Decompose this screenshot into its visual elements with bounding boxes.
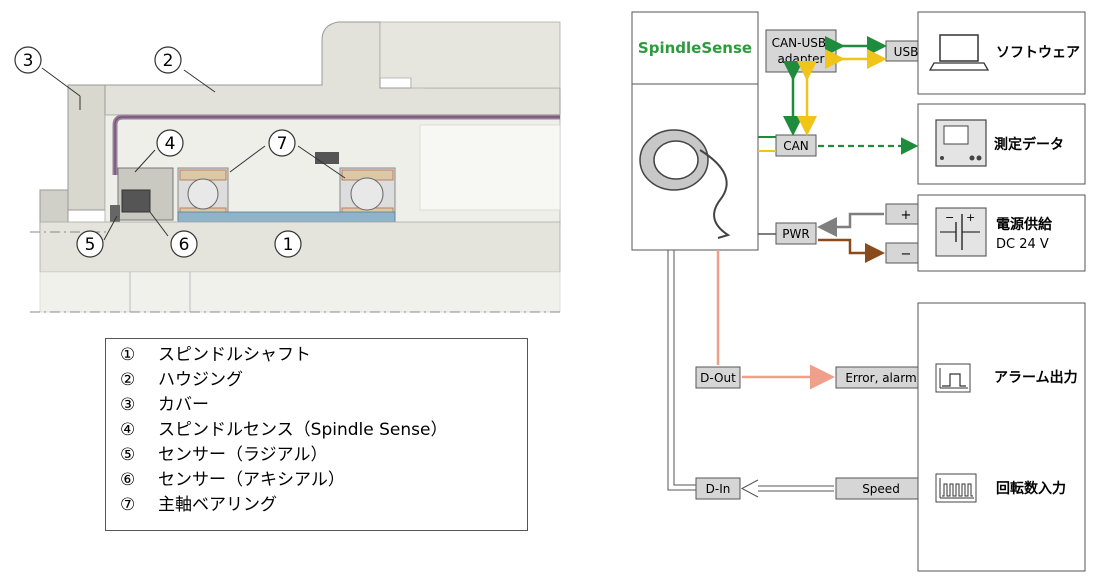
battery-icon: − + bbox=[935, 207, 987, 257]
speed-input-icon bbox=[935, 473, 977, 503]
d-in-line-outer bbox=[667, 250, 696, 491]
callout-3: 3 bbox=[14, 46, 42, 74]
software-label: ソフトウェア bbox=[996, 45, 1080, 61]
shaft-lower bbox=[39, 271, 561, 313]
spindlesense-ring-illustration bbox=[639, 129, 731, 239]
laptop-icon bbox=[928, 34, 990, 71]
plus-label: + bbox=[901, 208, 912, 223]
svg-text:4: 4 bbox=[165, 134, 176, 154]
svg-text:5: 5 bbox=[85, 235, 96, 255]
svg-text:1: 1 bbox=[283, 235, 294, 255]
callout-6: 6 bbox=[170, 230, 198, 258]
cover bbox=[67, 84, 106, 211]
usb-label: USB bbox=[894, 45, 919, 59]
svg-text:adapter: adapter bbox=[778, 52, 825, 66]
minus-line bbox=[818, 238, 885, 263]
bearing-ball-left bbox=[187, 178, 219, 210]
measurement-label: 測定データ bbox=[994, 136, 1064, 153]
axial-sensor bbox=[121, 189, 151, 213]
d-in-arrowhead bbox=[740, 479, 759, 498]
shaft-spacer bbox=[177, 211, 396, 223]
alarm-output-icon bbox=[935, 363, 971, 393]
monitor-device-icon bbox=[935, 119, 987, 167]
svg-text:6: 6 bbox=[179, 235, 190, 255]
d-out-box bbox=[695, 366, 741, 389]
can-label: CAN bbox=[783, 139, 809, 153]
error-alarm-label: Error, alarm bbox=[845, 371, 916, 385]
bearing-ball-right bbox=[350, 177, 384, 211]
radial-sensor bbox=[110, 205, 120, 225]
pwr-label: PWR bbox=[782, 227, 809, 241]
svg-text:7: 7 bbox=[277, 134, 288, 154]
d-out-label: D-Out bbox=[700, 371, 736, 385]
spring bbox=[315, 152, 339, 164]
spindle-cross-section: 3 2 4 7 5 6 1 bbox=[14, 21, 561, 313]
speed-input-label: 回転数入力 bbox=[996, 480, 1066, 497]
plus-line bbox=[817, 212, 884, 237]
io-box bbox=[917, 302, 1086, 572]
svg-text:3: 3 bbox=[23, 51, 34, 71]
svg-text:CAN-USB-: CAN-USB- bbox=[772, 36, 831, 50]
minus-label: − bbox=[901, 247, 912, 262]
housing-top bbox=[379, 21, 561, 89]
system-diagram: SpindleSense CAN-USB- adapter USB CAN PW… bbox=[631, 11, 1086, 572]
svg-text:+: + bbox=[966, 211, 975, 224]
spacer bbox=[419, 124, 561, 211]
callout-5: 5 bbox=[76, 230, 104, 258]
power-voltage-label: DC 24 V bbox=[996, 237, 1049, 252]
speed-label: Speed bbox=[862, 482, 900, 496]
brand-label: SpindleSense bbox=[638, 39, 752, 57]
callout-2: 2 bbox=[154, 46, 182, 74]
spindlesense-box bbox=[631, 11, 759, 251]
d-in-label: D-In bbox=[706, 482, 731, 496]
power-supply-label: 電源供給 bbox=[996, 216, 1053, 233]
alarm-output-label: アラーム出力 bbox=[994, 369, 1078, 386]
d-in-box bbox=[695, 477, 741, 500]
svg-text:2: 2 bbox=[163, 51, 174, 71]
callout-1: 1 bbox=[274, 230, 302, 258]
callout-4: 4 bbox=[156, 129, 184, 157]
callout-7: 7 bbox=[268, 129, 296, 157]
svg-text:−: − bbox=[945, 211, 954, 224]
